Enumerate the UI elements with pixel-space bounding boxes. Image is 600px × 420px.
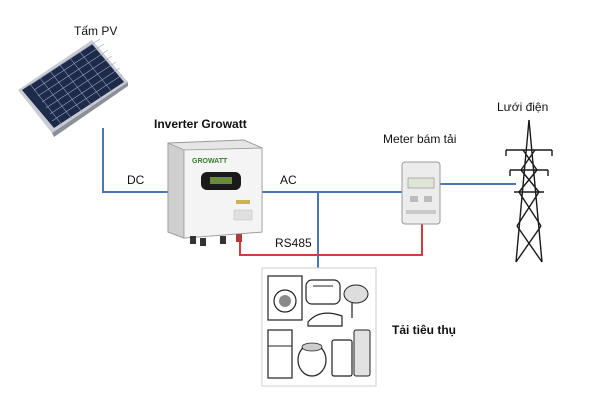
label-inverter: Inverter Growatt — [154, 117, 247, 131]
label-loads: Tải tiêu thụ — [392, 323, 456, 337]
household-appliances-icon — [261, 267, 377, 387]
label-dc: DC — [127, 173, 145, 187]
transmission-tower-icon — [505, 119, 553, 263]
label-meter: Meter bám tải — [383, 132, 457, 146]
dc-wire — [102, 128, 170, 193]
label-grid: Lưới điện — [497, 100, 549, 114]
label-ac: AC — [280, 173, 297, 187]
inverter-icon — [167, 139, 263, 246]
rs485-wire — [239, 212, 423, 256]
label-rs485: RS485 — [275, 236, 312, 250]
meter-icon — [401, 161, 441, 225]
label-pv-panel: Tấm PV — [74, 24, 118, 38]
inverter-brand-text: GROWATT — [192, 158, 228, 165]
solar-panel-icon — [18, 38, 128, 137]
